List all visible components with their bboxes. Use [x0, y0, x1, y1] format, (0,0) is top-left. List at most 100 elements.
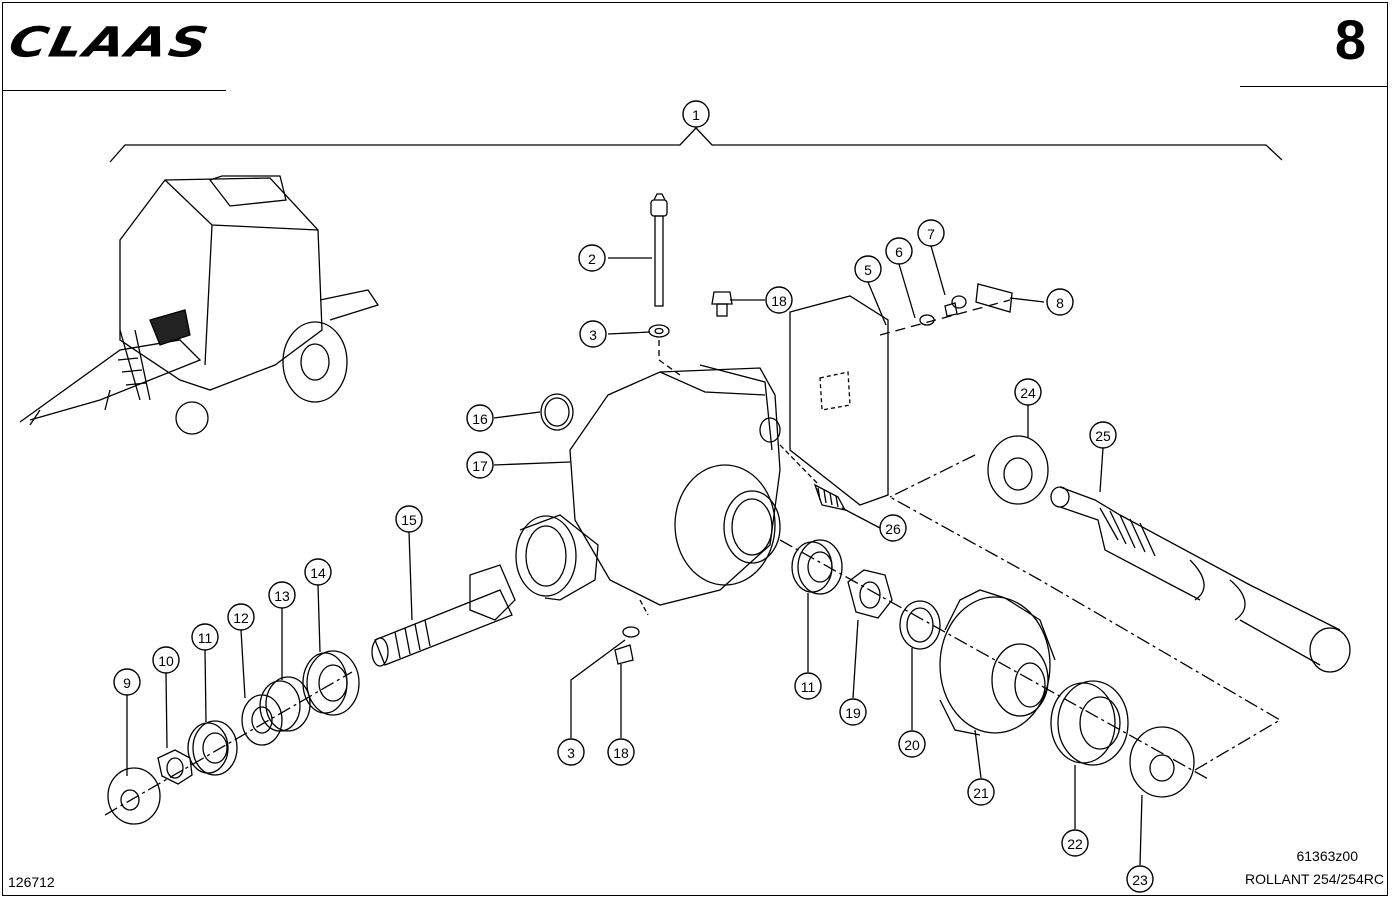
washer-9 [107, 767, 161, 825]
callout-c12: 12 [227, 603, 255, 631]
callout-circle [1046, 288, 1074, 316]
callout-circle [885, 237, 913, 265]
model-name: ROLLANT 254/254RC [1244, 871, 1384, 887]
callout-label: 8 [1056, 295, 1064, 311]
callout-c18b: 18 [607, 738, 635, 766]
callout-label: 25 [1095, 428, 1111, 444]
callout-label: 23 [1132, 872, 1148, 888]
callout-c16: 16 [466, 404, 494, 432]
drain-plug-bottom [614, 644, 634, 665]
washer-23 [1129, 726, 1195, 798]
callout-label: 13 [274, 588, 290, 604]
callout-circle [1061, 829, 1089, 857]
callout-circle [879, 514, 907, 542]
callout-circle [395, 505, 423, 533]
washer-top [648, 324, 670, 338]
callout-c11a: 11 [191, 623, 219, 651]
callout-circle [794, 672, 822, 700]
gear-housing [515, 364, 781, 616]
cover-screw [944, 295, 967, 317]
callout-label: 26 [885, 521, 901, 537]
callout-c15: 15 [395, 505, 423, 533]
callout-label: 7 [927, 226, 935, 242]
baler-machine-sketch [19, 175, 380, 435]
callout-circle [765, 286, 793, 314]
callout-label: 24 [1020, 385, 1036, 401]
washer-bottom [622, 626, 640, 638]
callout-c18a: 18 [765, 286, 793, 314]
callout-c11b: 11 [794, 672, 822, 700]
assembly-bracket [109, 127, 1283, 163]
callout-circle [1089, 421, 1117, 449]
callout-label: 22 [1067, 836, 1083, 852]
callout-c21: 21 [967, 778, 995, 806]
callout-c2: 2 [578, 244, 606, 272]
callout-circle [579, 320, 607, 348]
callout-circle [854, 255, 882, 283]
threaded-plug [813, 483, 847, 511]
callout-c23: 23 [1126, 865, 1154, 893]
washer-24 [987, 435, 1049, 505]
callout-circle [967, 778, 995, 806]
callout-circle [304, 558, 332, 586]
callout-c20: 20 [898, 730, 926, 758]
callout-label: 9 [123, 675, 131, 691]
callout-c14: 14 [304, 558, 332, 586]
callout-label: 11 [801, 679, 816, 695]
drawing-number: 61363z00 [1296, 848, 1358, 864]
callout-c3a: 3 [579, 320, 607, 348]
callout-c5: 5 [854, 255, 882, 283]
callout-label: 3 [567, 745, 575, 761]
nut-19 [847, 569, 893, 619]
callout-label: 20 [904, 737, 920, 753]
callout-circle [682, 100, 710, 128]
callout-label: 18 [771, 293, 787, 309]
bearing-11-right [791, 539, 843, 595]
bearing-11-left [187, 720, 238, 776]
long-bolt [650, 193, 668, 307]
callout-circle [152, 646, 180, 674]
callout-c24: 24 [1014, 378, 1042, 406]
callout-label: 21 [973, 785, 989, 801]
header-rule-left [2, 90, 226, 91]
callout-c26: 26 [879, 514, 907, 542]
callout-label: 18 [613, 745, 629, 761]
callout-label: 16 [472, 411, 488, 427]
callout-circle [839, 698, 867, 726]
callout-label: 19 [845, 705, 861, 721]
callout-circle [268, 581, 296, 609]
callout-c22: 22 [1061, 829, 1089, 857]
callout-c17: 17 [466, 451, 494, 479]
callout-circle [917, 219, 945, 247]
callout-c1: 1 [682, 100, 710, 128]
callout-c19: 19 [839, 698, 867, 726]
cover-plate [789, 295, 889, 506]
spacer-20 [899, 600, 941, 650]
bearing-22 [1050, 680, 1129, 766]
callout-c13: 13 [268, 581, 296, 609]
callout-label: 6 [895, 244, 903, 260]
callout-circle [113, 668, 141, 696]
small-washer [919, 314, 935, 326]
callout-label: 14 [310, 565, 326, 581]
callout-label: 12 [233, 610, 249, 626]
callout-circle [227, 603, 255, 631]
callout-circle [557, 738, 585, 766]
callout-label: 15 [401, 512, 417, 528]
header-rule-right [1240, 86, 1388, 87]
callout-circle [1126, 865, 1154, 893]
callout-label: 1 [692, 107, 700, 123]
callout-c25: 25 [1089, 421, 1117, 449]
callout-label: 2 [588, 251, 596, 267]
callout-circle [466, 404, 494, 432]
callout-circle [578, 244, 606, 272]
callout-label: 11 [198, 630, 213, 646]
callout-c8: 8 [1046, 288, 1074, 316]
housing-seal-ring [540, 393, 574, 431]
nut-10 [157, 749, 193, 785]
callout-circle [607, 738, 635, 766]
callout-circle [191, 623, 219, 651]
page-number: 8 [1334, 8, 1366, 71]
